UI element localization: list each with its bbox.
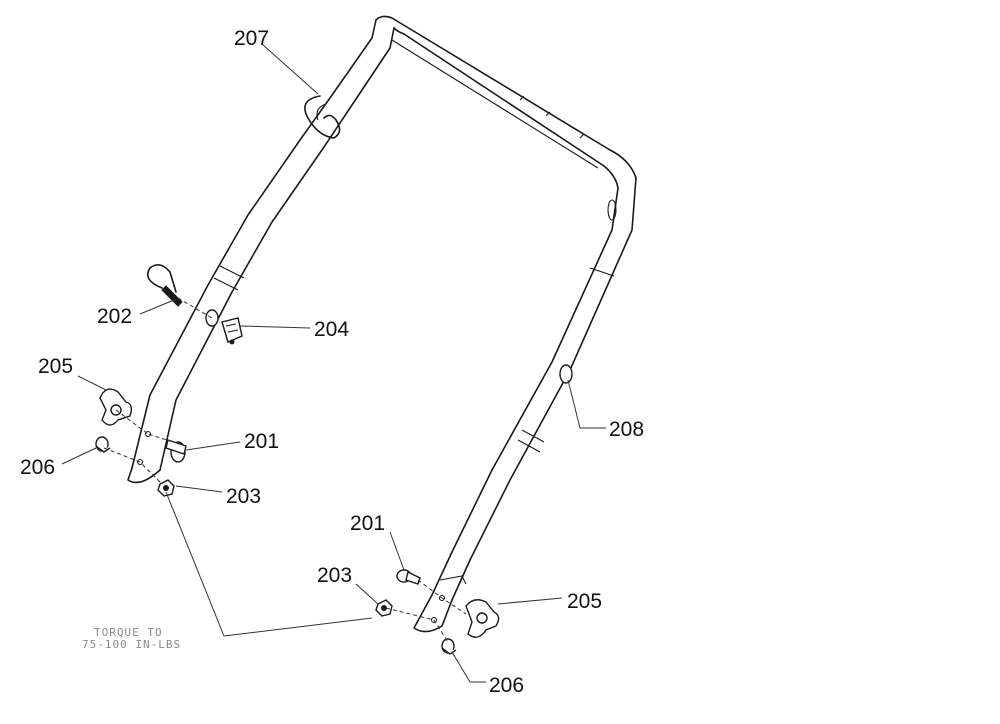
callout-206-right: 206 xyxy=(489,674,524,697)
callout-207: 207 xyxy=(234,27,269,50)
callout-206-left: 206 xyxy=(20,456,55,479)
part-201-bolt-left xyxy=(165,439,187,463)
callout-208: 208 xyxy=(609,418,644,441)
part-206-washer-right xyxy=(441,638,457,655)
callout-204: 204 xyxy=(314,318,349,341)
part-206-washer-left xyxy=(95,436,111,453)
leader-lines xyxy=(61,43,606,683)
part-202-eyebolt xyxy=(146,264,183,307)
callout-201-right: 201 xyxy=(350,512,385,535)
part-205-knob-left xyxy=(99,388,133,426)
torque-note-line2: 75-100 IN-LBS xyxy=(82,638,181,651)
callout-203-right: 203 xyxy=(317,564,352,587)
callout-203-left: 203 xyxy=(226,485,261,508)
part-204-clip xyxy=(221,317,243,345)
part-201-bolt-right xyxy=(396,569,421,585)
callout-202: 202 xyxy=(97,305,132,328)
part-205-knob-right xyxy=(465,599,500,638)
torque-note: TORQUE TO 75-100 IN-LBS xyxy=(82,626,181,651)
upper-handle-frame xyxy=(127,15,637,633)
assembly-centerlines xyxy=(103,297,467,643)
callout-201-left: 201 xyxy=(244,430,279,453)
part-203-nut-right xyxy=(375,599,393,617)
callout-205-right: 205 xyxy=(567,590,602,613)
callout-205-left: 205 xyxy=(38,355,73,378)
part-203-nut-left xyxy=(157,479,175,497)
part-207-cable-guide xyxy=(304,95,341,139)
torque-note-line1: TORQUE TO xyxy=(94,626,163,639)
callout-labels: 207 202 204 205 201 206 203 208 201 203 … xyxy=(20,27,644,697)
